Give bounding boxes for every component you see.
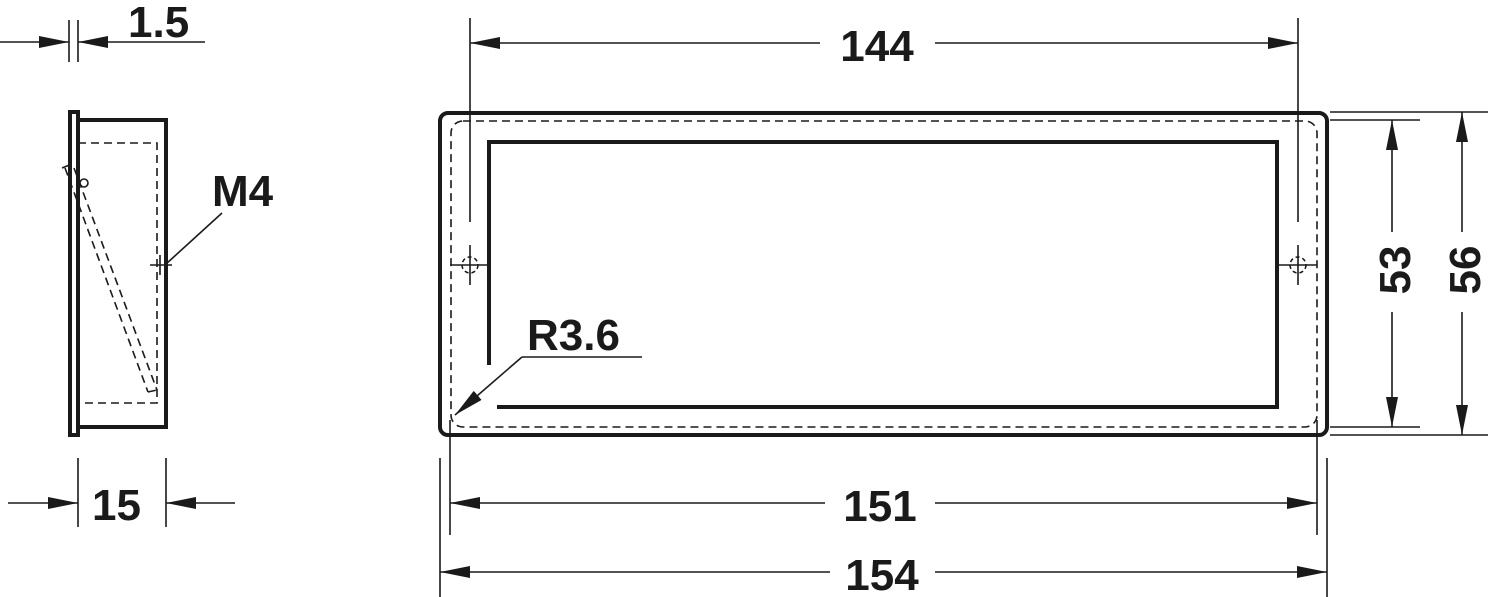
side-view: 1.5 15 M4 <box>0 0 274 530</box>
thread-label: M4 <box>212 167 274 216</box>
pivot-icon <box>79 178 89 188</box>
hidden-flap <box>61 163 158 393</box>
hidden-cavity <box>78 142 158 404</box>
screw-hole-icon <box>450 245 489 285</box>
dim-outer-width-label: 154 <box>845 551 919 597</box>
grip-opening <box>487 140 1279 409</box>
radius-leader <box>454 356 523 416</box>
extension-lines <box>1330 119 1420 428</box>
corner-radius-label: R3.6 <box>527 311 620 360</box>
thread-mark <box>150 255 172 275</box>
dim-flange-label: 1.5 <box>128 0 189 47</box>
dim-inner-height-label: 53 <box>1371 246 1420 295</box>
screw-hole-icon <box>1277 245 1317 285</box>
body <box>76 118 168 429</box>
thread-leader <box>165 212 223 265</box>
extension-lines <box>449 420 1318 535</box>
extension-lines <box>77 458 167 527</box>
front-view: 144 151 154 53 56 R3.6 <box>438 18 1488 597</box>
dim-inner-width-label: 151 <box>843 482 916 531</box>
extension-lines <box>68 20 79 62</box>
dim-depth-label: 15 <box>92 481 141 530</box>
dim-hole-spacing-label: 144 <box>840 22 914 71</box>
extension-lines <box>469 18 1299 222</box>
dim-outer-height-label: 56 <box>1441 246 1488 295</box>
hidden-inner-outline <box>450 120 1318 428</box>
outer-frame <box>438 111 1329 437</box>
